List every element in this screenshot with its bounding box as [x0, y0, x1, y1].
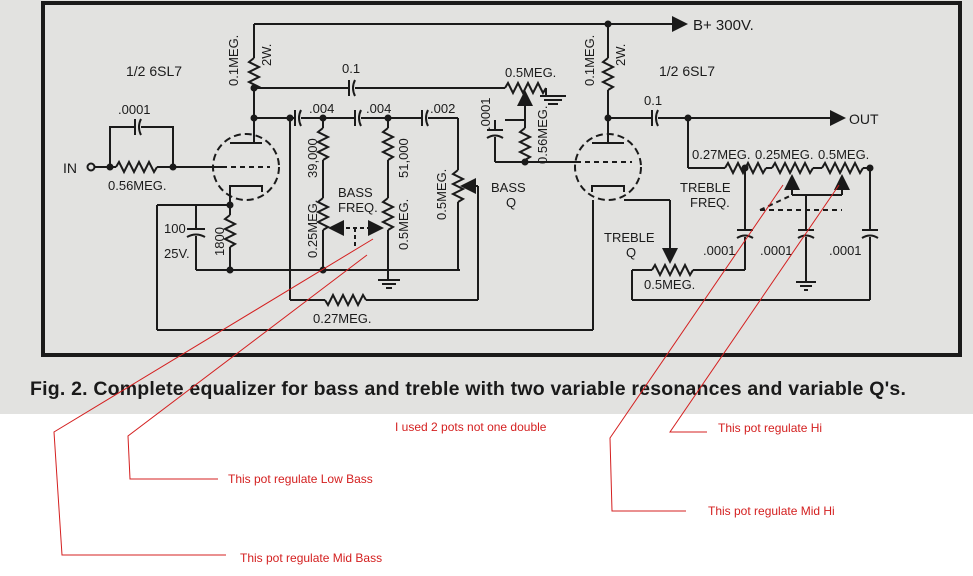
- cap-004b-label: .004: [366, 101, 392, 116]
- resistor-51k: [380, 127, 396, 161]
- low-bass-note: This pot regulate Low Bass: [228, 472, 373, 486]
- bass-q-label-2: Q: [506, 195, 517, 210]
- bass-pot-a-label: 0.25MEG.: [305, 199, 320, 258]
- treble-cap1-label: .0001: [703, 243, 736, 258]
- input-resistor: [115, 159, 158, 175]
- grid-resistor-right: [517, 127, 533, 161]
- input-cap-label: .0001: [118, 102, 151, 117]
- input-label: IN: [63, 160, 77, 176]
- bass-freq-label-1: BASS: [338, 185, 373, 200]
- treble-q-pot-label: 0.5MEG.: [644, 277, 696, 292]
- bass-q-label-1: BASS: [491, 180, 526, 195]
- cathode-cap-voltage: 25V.: [164, 246, 190, 261]
- bass-freq-pot-b: [380, 197, 396, 231]
- tube-right-label: 1/2 6SL7: [659, 63, 716, 79]
- supply-label: B+ 300V.: [693, 17, 754, 34]
- cathode-res-label: 1800: [212, 227, 227, 256]
- mid-bass-note: This pot regulate Mid Bass: [240, 551, 383, 565]
- bass-freq-label-2: FREQ.: [338, 200, 378, 215]
- treble-q-label-2: Q: [626, 245, 637, 260]
- potentiometer-top: [504, 80, 547, 96]
- bass-pot-b-label: 0.5MEG.: [396, 198, 411, 250]
- input-res-label: 0.56MEG.: [108, 178, 167, 193]
- treble-q-label-1: TREBLE: [604, 230, 655, 245]
- cap-002-label: .002: [430, 101, 456, 116]
- treble-pot-05: [821, 160, 864, 176]
- pot-top-label: 0.5MEG.: [505, 65, 557, 80]
- tube-left-label: 1/2 6SL7: [126, 63, 183, 79]
- plate-res-right-watt: 2W.: [613, 43, 628, 66]
- treble-res1-label: 0.27MEG.: [692, 147, 751, 162]
- schematic-frame: [41, 1, 962, 357]
- grid-res-right-label: 0.56MEG.: [535, 105, 550, 164]
- treble-res2-label: 0.25MEG.: [755, 147, 814, 162]
- plate-res-left-label: 0.1MEG.: [226, 34, 241, 86]
- hi-note: This pot regulate Hi: [718, 421, 823, 435]
- two-pots-note: I used 2 pots not one double: [395, 420, 547, 434]
- cathode-cap-label: 100: [164, 221, 186, 236]
- coupling-cap-top-label: 0.1: [342, 61, 361, 76]
- plate-res-left-watt: 2W.: [259, 43, 274, 66]
- mid-hi-note: This pot regulate Mid Hi: [708, 504, 835, 518]
- resistor-39k: [315, 127, 331, 161]
- input-terminal: [86, 162, 96, 172]
- output-label: OUT: [849, 111, 879, 127]
- feedback-res-label: 0.27MEG.: [313, 311, 372, 326]
- res-51k-label: 51,000: [396, 138, 411, 178]
- plate-res-right-label: 0.1MEG.: [582, 34, 597, 86]
- plate-resistor-left: [246, 57, 262, 91]
- treble-pot-025: [771, 160, 814, 176]
- treble-q-pot: [651, 262, 694, 278]
- res-39k-label: 39,000: [305, 138, 320, 178]
- plate-resistor-right: [600, 57, 616, 91]
- cap-004a-label: .004: [309, 101, 335, 116]
- bass-freq-pot-a: [315, 197, 331, 231]
- bass-q-pot: [450, 169, 466, 203]
- bass-q-pot-label: 0.5MEG.: [434, 168, 449, 220]
- treble-res3-label: 0.5MEG.: [818, 147, 870, 162]
- grid-cap-right-label: .0001: [478, 97, 493, 130]
- treble-cap2-label: .0001: [760, 243, 793, 258]
- treble-freq-label-2: FREQ.: [690, 195, 730, 210]
- treble-cap3-label: .0001: [829, 243, 862, 258]
- figure-caption: Fig. 2. Complete equalizer for bass and …: [30, 378, 907, 400]
- feedback-resistor: [324, 292, 367, 308]
- output-cap-label: 0.1: [644, 93, 663, 108]
- treble-freq-label-1: TREBLE: [680, 180, 731, 195]
